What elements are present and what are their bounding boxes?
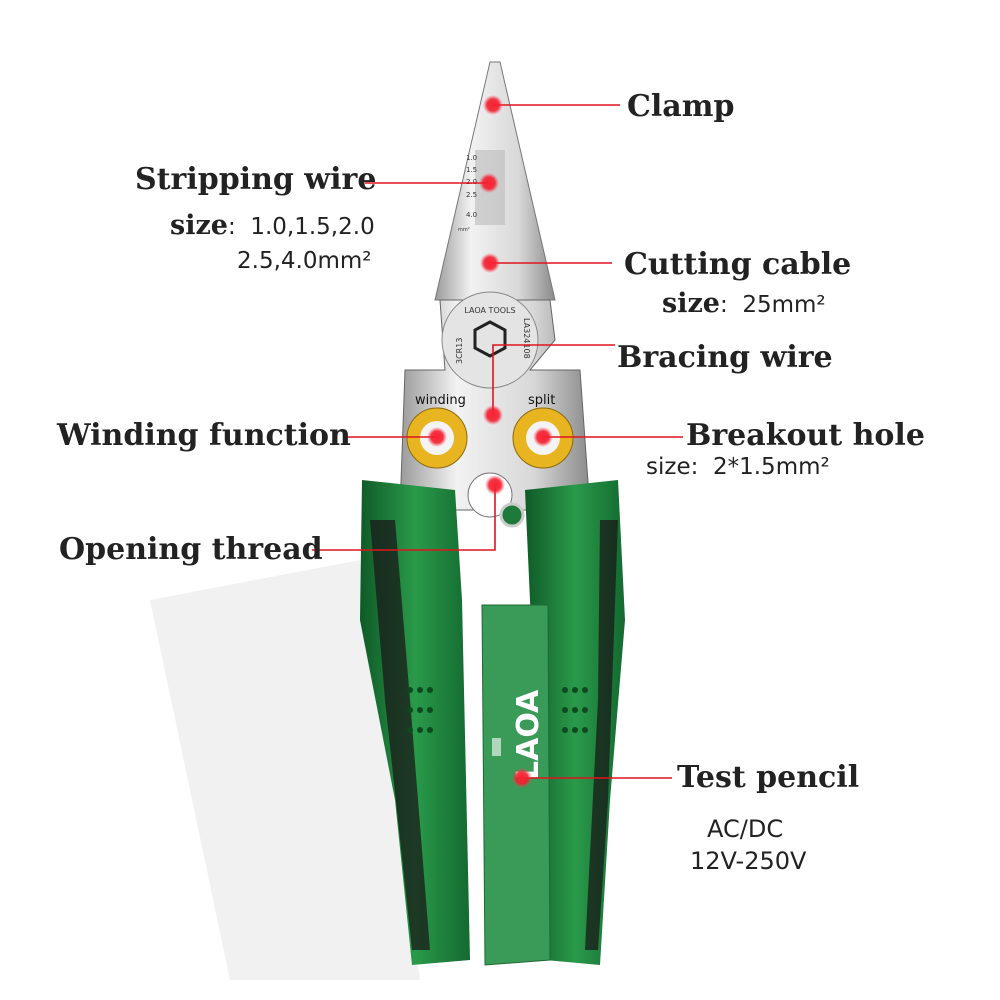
shadow: [150, 560, 420, 980]
svg-text:1.0: 1.0: [466, 154, 477, 162]
pivot-plate: [441, 291, 539, 389]
brand-text: LAOA: [511, 689, 546, 780]
label-breakout-hole: Breakout hole: [686, 418, 925, 453]
label-clamp: Clamp: [627, 89, 735, 124]
spring-pin: [499, 502, 525, 528]
test-pencil-range: 12V-250V: [690, 847, 807, 875]
label-test-pencil: Test pencil: [677, 760, 860, 795]
breakout-size: size: 2*1.5mm²: [646, 454, 830, 480]
split-text: split: [528, 393, 555, 408]
svg-text:mm²: mm²: [458, 227, 470, 233]
svg-text:4.0: 4.0: [466, 211, 477, 219]
label-winding-function: Winding function: [57, 418, 351, 453]
label-cutting-cable: Cutting cable: [624, 247, 852, 282]
svg-text:2.5: 2.5: [466, 191, 477, 199]
scale-marks: 1.0 1.5 2.0 2.5 4.0 mm²: [458, 154, 477, 233]
grip-dots: [407, 687, 588, 733]
model-text: LA324108: [522, 318, 531, 359]
steel-text: 3CR13: [455, 338, 464, 364]
label-opening-thread: Opening thread: [59, 532, 323, 567]
stripping-size: size: 1.0,1.5,2.0: [170, 210, 375, 241]
label-stripping-wire: Stripping wire: [135, 162, 377, 197]
label-bracing-wire: Bracing wire: [617, 340, 833, 375]
cutting-size: size: 25mm²: [662, 288, 826, 319]
indicator-window: [492, 738, 501, 756]
svg-text:1.5: 1.5: [466, 166, 477, 174]
logo-hex-icon: [473, 320, 507, 358]
brand-ring-text: LAOA TOOLS: [464, 306, 515, 315]
callout-dots: [427, 95, 553, 788]
callout-lines: [312, 104, 683, 779]
winding-text: winding: [415, 393, 466, 408]
stripping-size-line2: 2.5,4.0mm²: [237, 248, 372, 274]
svg-text:2.0: 2.0: [466, 178, 477, 186]
test-pencil-type: AC/DC: [707, 815, 784, 843]
